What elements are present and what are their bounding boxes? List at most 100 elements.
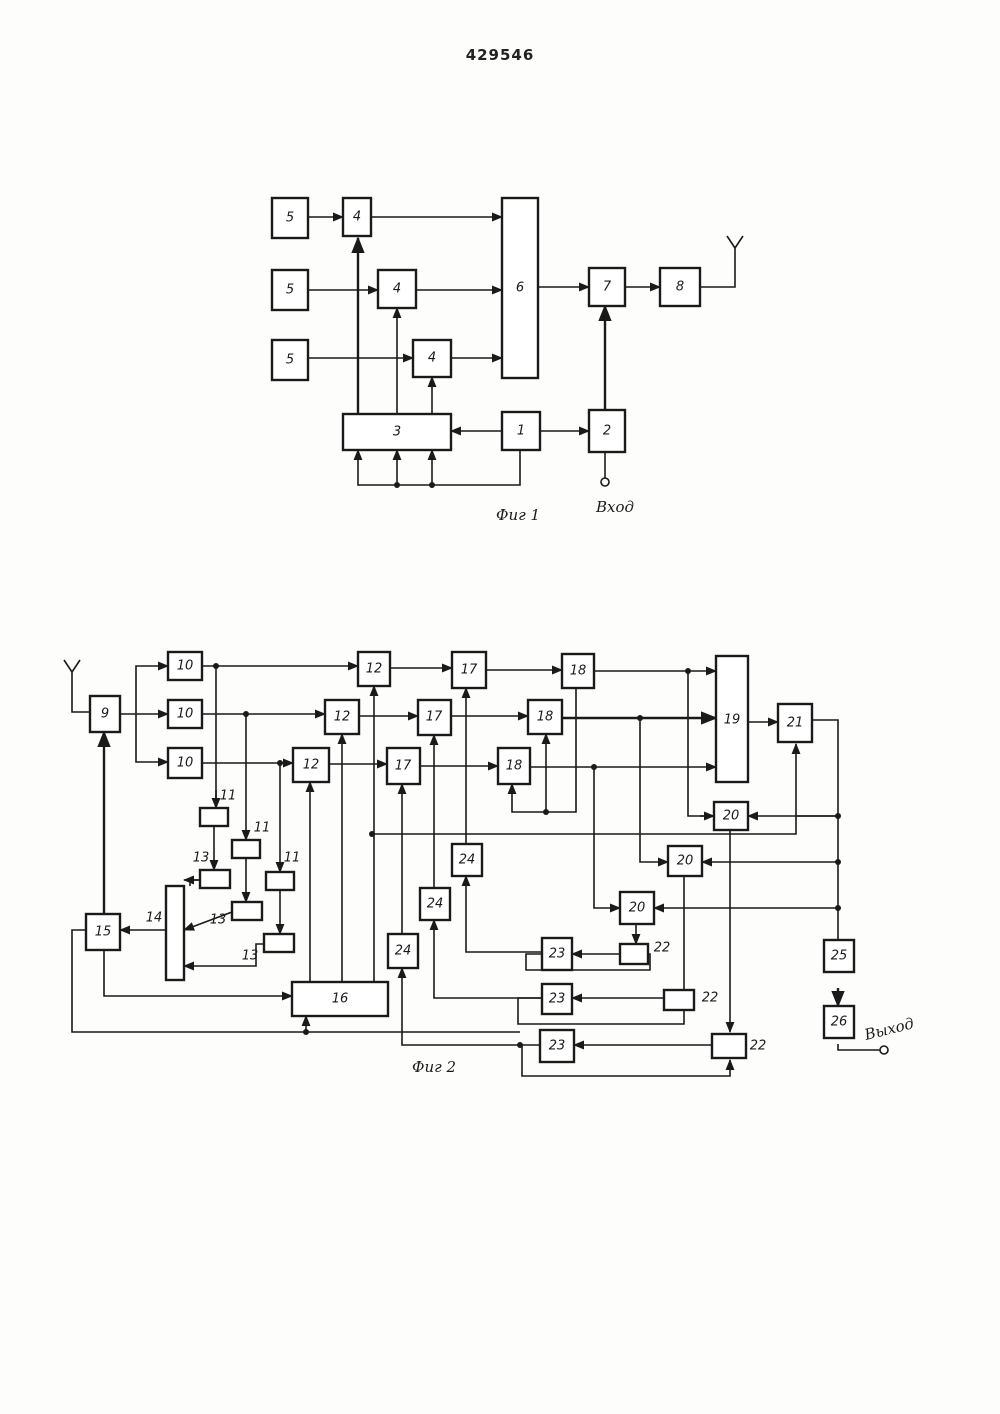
block-22-b: 22 bbox=[664, 990, 718, 1010]
block-4-a: 4 bbox=[343, 198, 371, 236]
block-5-b: 5 bbox=[272, 270, 308, 310]
block-4-a-label: 4 bbox=[353, 210, 361, 225]
block-18-a-label: 18 bbox=[570, 664, 587, 679]
block-11-c: 11 bbox=[266, 851, 300, 891]
block-6-label: 6 bbox=[516, 281, 524, 296]
block-24-a: 24 bbox=[452, 844, 482, 876]
block-8: 8 bbox=[660, 268, 700, 306]
block-21-label: 21 bbox=[787, 716, 804, 731]
block-13-c-label: 13 bbox=[242, 949, 259, 964]
block-14: 14 bbox=[146, 886, 184, 980]
block-16-label: 16 bbox=[332, 992, 349, 1007]
block-11-a: 11 bbox=[200, 789, 236, 827]
block-20-c-label: 20 bbox=[629, 901, 646, 916]
block-2: 2 bbox=[589, 410, 625, 452]
block-18-a: 18 bbox=[562, 654, 594, 688]
block-24-b: 24 bbox=[420, 888, 450, 920]
block-24-a-label: 24 bbox=[459, 853, 476, 868]
block-13-a: 13 bbox=[193, 851, 230, 889]
block-1: 1 bbox=[502, 412, 540, 450]
block-4-c-label: 4 bbox=[428, 351, 436, 366]
block-23-a-label: 23 bbox=[549, 947, 566, 962]
block-10-b-label: 10 bbox=[177, 707, 194, 722]
block-20-b: 20 bbox=[668, 846, 702, 876]
block-24-b-label: 24 bbox=[427, 897, 444, 912]
block-4-b: 4 bbox=[378, 270, 416, 308]
block-26: 26 bbox=[824, 1006, 854, 1038]
block-23-c: 23 bbox=[540, 1030, 574, 1062]
block-4-c: 4 bbox=[413, 340, 451, 377]
block-23-b-label: 23 bbox=[549, 992, 566, 1007]
block-22-a: 22 bbox=[620, 941, 670, 965]
block-23-b: 23 bbox=[542, 984, 572, 1014]
block-6: 6 bbox=[502, 198, 538, 378]
block-12-c: 12 bbox=[293, 748, 329, 782]
block-17-a-label: 17 bbox=[461, 663, 478, 678]
block-5-b-label: 5 bbox=[286, 283, 294, 298]
figure-2-output-label: Выход bbox=[862, 1014, 916, 1044]
block-20-a-label: 20 bbox=[723, 809, 740, 824]
block-4-b-label: 4 bbox=[393, 282, 401, 297]
block-2-label: 2 bbox=[603, 424, 611, 439]
block-17-b-label: 17 bbox=[426, 710, 443, 725]
block-25-label: 25 bbox=[831, 949, 848, 964]
block-15-label: 15 bbox=[95, 925, 112, 940]
block-19: 19 bbox=[716, 656, 748, 782]
block-5-a-label: 5 bbox=[286, 211, 294, 226]
block-17-a: 17 bbox=[452, 652, 486, 688]
block-9-label: 9 bbox=[101, 707, 109, 722]
block-1-label: 1 bbox=[517, 424, 525, 439]
block-9: 9 bbox=[90, 696, 120, 732]
block-24-c-label: 24 bbox=[395, 944, 412, 959]
block-3-label: 3 bbox=[393, 425, 401, 440]
block-12-b: 12 bbox=[325, 700, 359, 734]
block-16: 16 bbox=[292, 982, 388, 1016]
block-23-c-label: 23 bbox=[549, 1039, 566, 1054]
block-13-b: 13 bbox=[210, 902, 262, 928]
figure-1-caption: Фиг 1 bbox=[496, 506, 540, 524]
block-26-label: 26 bbox=[831, 1015, 848, 1030]
block-19-label: 19 bbox=[724, 713, 741, 728]
block-5-c: 5 bbox=[272, 340, 308, 380]
block-20-a: 20 bbox=[714, 802, 748, 830]
block-20-c: 20 bbox=[620, 892, 654, 924]
block-12-a-label: 12 bbox=[366, 662, 383, 677]
block-18-c: 18 bbox=[498, 748, 530, 784]
block-23-a: 23 bbox=[542, 938, 572, 970]
block-10-c-label: 10 bbox=[177, 756, 194, 771]
figure-2-caption: Фиг 2 bbox=[412, 1058, 456, 1076]
block-15: 15 bbox=[86, 914, 120, 950]
block-8-label: 8 bbox=[676, 280, 684, 295]
block-11-b-label: 11 bbox=[254, 821, 271, 836]
block-18-c-label: 18 bbox=[506, 759, 523, 774]
block-13-a-label: 13 bbox=[193, 851, 210, 866]
block-17-c: 17 bbox=[387, 748, 420, 784]
block-5-a: 5 bbox=[272, 198, 308, 238]
block-12-b-label: 12 bbox=[334, 710, 351, 725]
block-12-c-label: 12 bbox=[303, 758, 320, 773]
block-22-b-label: 22 bbox=[702, 991, 719, 1006]
block-3: 3 bbox=[343, 414, 451, 450]
block-21: 21 bbox=[778, 704, 812, 742]
block-20-b-label: 20 bbox=[677, 854, 694, 869]
block-14-label: 14 bbox=[146, 911, 163, 926]
block-22-c-label: 22 bbox=[750, 1039, 767, 1054]
figure-1: 5 5 5 4 4 4 6 bbox=[272, 198, 743, 524]
block-18-b-label: 18 bbox=[537, 710, 554, 725]
block-13-b-label: 13 bbox=[210, 913, 227, 928]
block-25: 25 bbox=[824, 940, 854, 972]
block-10-b: 10 bbox=[168, 700, 202, 728]
block-10-a-label: 10 bbox=[177, 659, 194, 674]
block-7: 7 bbox=[589, 268, 625, 306]
block-5-c-label: 5 bbox=[286, 353, 294, 368]
block-12-a: 12 bbox=[358, 652, 390, 686]
block-17-b: 17 bbox=[418, 700, 451, 735]
block-10-a: 10 bbox=[168, 652, 202, 680]
figure-2: 9 10 10 10 12 12 bbox=[64, 652, 916, 1076]
block-11-b: 11 bbox=[232, 821, 270, 859]
block-17-c-label: 17 bbox=[395, 759, 412, 774]
block-7-label: 7 bbox=[603, 280, 612, 295]
block-10-c: 10 bbox=[168, 748, 202, 778]
